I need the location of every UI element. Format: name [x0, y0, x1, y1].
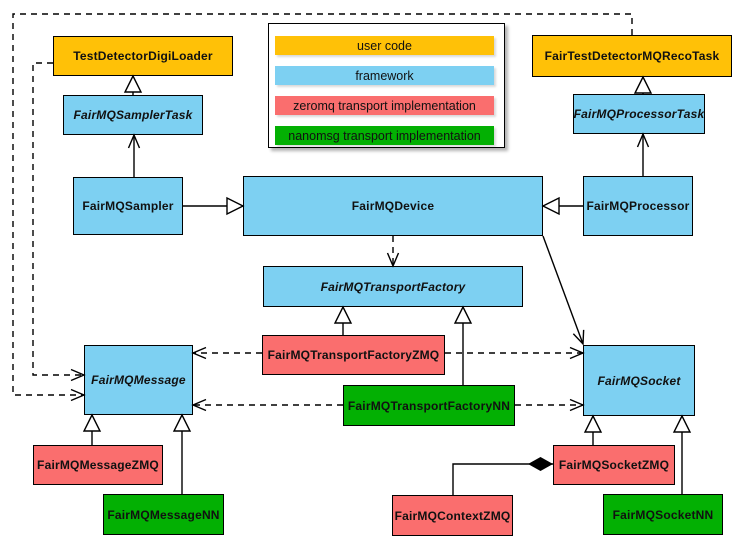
open-arrowhead-icon [386, 252, 400, 268]
node-label: FairTestDetectorMQRecoTask [544, 49, 720, 63]
inheritance-triangle-icon [333, 305, 353, 324]
legend-item-label: framework [355, 68, 414, 83]
node-label: FairMQProcessor [586, 199, 690, 213]
inheritance-triangle-icon [453, 305, 473, 324]
open-arrowhead-icon [569, 398, 585, 412]
edge-contextzmq-to-socketzmq [452, 463, 553, 495]
node-label: FairMQSocketNN [612, 507, 714, 522]
node-fairmq-socket-nn: FairMQSocketNN [603, 494, 723, 535]
node-label: FairMQSocketZMQ [558, 458, 670, 472]
node-test-detector-digi-loader: TestDetectorDigiLoader [53, 36, 233, 76]
node-fairmq-transport-factory-nn: FairMQTransportFactoryNN [343, 385, 515, 426]
inheritance-triangle-icon [172, 413, 192, 432]
node-label: FairMQDevice [351, 199, 435, 213]
node-fairmq-processor-task: FairMQProcessorTask [573, 94, 705, 134]
legend-item-label: user code [357, 38, 412, 53]
inheritance-triangle-icon [583, 414, 603, 433]
node-label: FairMQSamplerTask [73, 108, 193, 122]
node-label: FairMQMessageZMQ [37, 458, 159, 472]
node-fairmq-sampler-task: FairMQSamplerTask [63, 95, 203, 135]
legend-item-label: nanomsg transport implementation [288, 128, 481, 143]
edge-device-to-socket [542, 235, 584, 345]
legend-item-label: zeromq transport implementation [293, 98, 476, 113]
legend: user code framework zeromq transport imple… [268, 23, 505, 148]
node-fairmq-transport-factory: FairMQTransportFactory [263, 266, 523, 307]
open-arrowhead-icon [70, 388, 86, 402]
node-fairmq-message-nn: FairMQMessageNN [103, 494, 224, 535]
node-fairmq-processor: FairMQProcessor [583, 176, 693, 236]
inheritance-triangle-icon [226, 196, 245, 216]
node-label: FairMQSampler [82, 199, 174, 213]
node-fair-test-detector-mq-reco-task: FairTestDetectorMQRecoTask [532, 35, 732, 77]
node-label: FairMQTransportFactoryZMQ [267, 348, 440, 362]
legend-item-user: user code [275, 36, 494, 55]
node-fairmq-device: FairMQDevice [243, 176, 543, 236]
node-fairmq-sampler: FairMQSampler [73, 177, 183, 235]
node-label: FairMQMessageNN [107, 507, 220, 522]
node-fairmq-context-zmq: FairMQContextZMQ [392, 495, 513, 536]
open-arrowhead-icon [572, 329, 585, 346]
node-label: FairMQTransportFactory [320, 279, 466, 294]
node-fairmq-socket: FairMQSocket [583, 345, 695, 416]
open-arrowhead-icon [636, 132, 650, 148]
inheritance-triangle-icon [82, 413, 102, 432]
open-arrowhead-icon [191, 346, 207, 360]
inheritance-triangle-icon [541, 196, 560, 216]
inheritance-triangle-icon [123, 74, 143, 93]
node-label: FairMQSocket [597, 373, 681, 388]
legend-item-zeromq: zeromq transport implementation [275, 96, 494, 115]
open-arrowhead-icon [569, 346, 585, 360]
composition-diamond-icon [528, 457, 553, 471]
open-arrowhead-icon [127, 133, 141, 149]
node-fairmq-message: FairMQMessage [84, 345, 193, 415]
inheritance-triangle-icon [672, 414, 692, 433]
inheritance-triangle-icon [633, 75, 653, 94]
legend-item-nanomsg: nanomsg transport implementation [275, 126, 494, 145]
node-fairmq-transport-factory-zmq: FairMQTransportFactoryZMQ [262, 335, 445, 375]
node-label: FairMQContextZMQ [394, 508, 511, 523]
node-label: FairMQTransportFactoryNN [347, 398, 511, 413]
node-label: TestDetectorDigiLoader [73, 49, 213, 63]
node-label: FairMQMessage [91, 373, 186, 387]
open-arrowhead-icon [191, 398, 207, 412]
node-fairmq-socket-zmq: FairMQSocketZMQ [553, 445, 675, 485]
open-arrowhead-icon [70, 368, 86, 382]
node-fairmq-message-zmq: FairMQMessageZMQ [33, 445, 163, 485]
node-label: FairMQProcessorTask [573, 107, 705, 121]
legend-item-framework: framework [275, 66, 494, 85]
